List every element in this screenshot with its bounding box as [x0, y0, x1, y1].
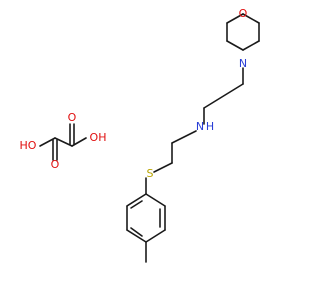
bond	[153, 162, 173, 173]
sulfur-label: S	[147, 167, 154, 180]
bond	[39, 137, 56, 147]
ethyl-linker-upper	[203, 67, 244, 125]
bond	[126, 229, 147, 243]
structure-diagram: O N N H S HO O O OH	[20, 7, 260, 263]
nitrogen-label: N	[239, 57, 247, 70]
ethyl-linker-lower	[153, 130, 197, 173]
atom-labels: O N N H S HO O O OH	[20, 7, 248, 180]
bond	[145, 229, 166, 243]
double-bond-inner	[130, 200, 143, 209]
hydroxyl-label: HO	[20, 139, 37, 152]
oxygen-label: O	[51, 158, 60, 171]
bond	[226, 40, 244, 51]
bond	[242, 40, 260, 51]
bond	[54, 137, 73, 147]
bond	[242, 13, 260, 24]
oxalic-acid	[39, 123, 87, 161]
hydroxyl-label: OH	[90, 131, 107, 144]
oxygen-label: O	[239, 7, 248, 20]
molecule-canvas: O N N H S HO O O OH	[20, 7, 260, 263]
bond	[126, 193, 147, 207]
benzene-ring	[126, 193, 166, 243]
bond	[171, 130, 197, 144]
morpholine-ring	[226, 13, 260, 51]
bond	[226, 13, 244, 24]
oxygen-label: O	[68, 111, 77, 124]
nitrogen-label: N	[196, 120, 204, 133]
bond	[145, 193, 166, 207]
bond	[203, 83, 244, 109]
double-bond-inner	[130, 227, 143, 237]
hydrogen-label: H	[206, 120, 214, 133]
